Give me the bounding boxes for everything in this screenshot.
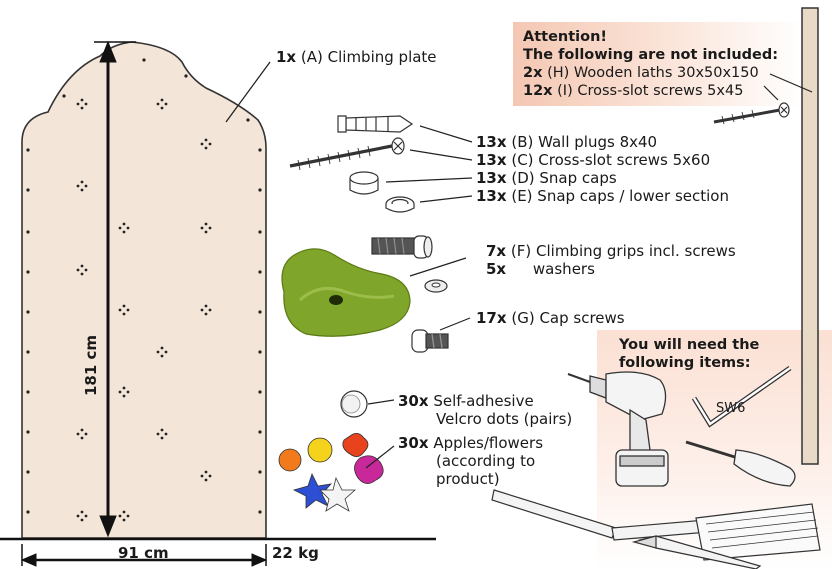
plate-label: 1x (A) Climbing plate [276, 48, 437, 66]
part-wall-plugs: 13x (B) Wall plugs 8x40 [476, 133, 658, 151]
plate-edge-holes [26, 58, 262, 514]
height-dimension-arrow [94, 40, 136, 538]
attention-subtitle: The following are not included: [523, 47, 779, 63]
plate-width-label: 91 cm [118, 544, 169, 562]
snap-cap-lower [385, 196, 415, 213]
washer-part [424, 279, 448, 293]
apples-flowers [278, 433, 384, 512]
pencil [631, 535, 762, 569]
velcro-dot [340, 390, 368, 418]
part-apples-flowers-line3: product) [436, 470, 500, 488]
attention-item-laths: 2x (H) Wooden laths 30x50x150 [523, 65, 759, 81]
screwdriver [685, 440, 796, 487]
part-cross-slot-screws: 13x (C) Cross-slot screws 5x60 [476, 151, 711, 169]
climbing-plate [21, 41, 267, 539]
width-dimension-arrow [20, 544, 268, 567]
part-climbing-grips: 7x (F) Climbing grips incl. screws [486, 242, 736, 260]
hex-key-size-label: SW6 [716, 401, 746, 416]
lath-screw [713, 102, 790, 125]
plate-height-label: 181 cm [82, 334, 100, 396]
hex-key [691, 365, 792, 428]
part-washers: 5x washers [486, 260, 595, 278]
not-included-box: Attention! The following are not include… [513, 22, 803, 106]
part-cap-screws: 17x (G) Cap screws [476, 309, 625, 327]
grip-bolt [371, 235, 433, 259]
tools-needed-line2: following items: [619, 355, 751, 371]
folding-ruler [491, 489, 821, 561]
part-velcro-dots-line2: Velcro dots (pairs) [436, 410, 573, 428]
cap-screw [411, 329, 449, 353]
wooden-lath [801, 7, 819, 465]
plate-grip-holes [76, 98, 212, 522]
part-snap-caps-lower: 13x (E) Snap caps / lower section [476, 187, 729, 205]
climbing-grip [281, 248, 411, 337]
cordless-drill [567, 371, 669, 487]
cross-slot-screw [289, 137, 405, 171]
attention-item-screws: 12x (I) Cross-slot screws 5x45 [523, 83, 744, 99]
attention-title: Attention! [523, 29, 608, 45]
part-velcro-dots: 30x Self-adhesive [398, 392, 534, 410]
snap-cap [349, 171, 379, 195]
plate-weight-label: 22 kg [272, 544, 319, 562]
tools-needed-line1: You will need the [619, 337, 760, 353]
part-apples-flowers: 30x Apples/flowers [398, 434, 544, 452]
part-apples-flowers-line2: (according to [436, 452, 536, 470]
part-snap-caps: 13x (D) Snap caps [476, 169, 617, 187]
wall-plug [337, 115, 414, 133]
